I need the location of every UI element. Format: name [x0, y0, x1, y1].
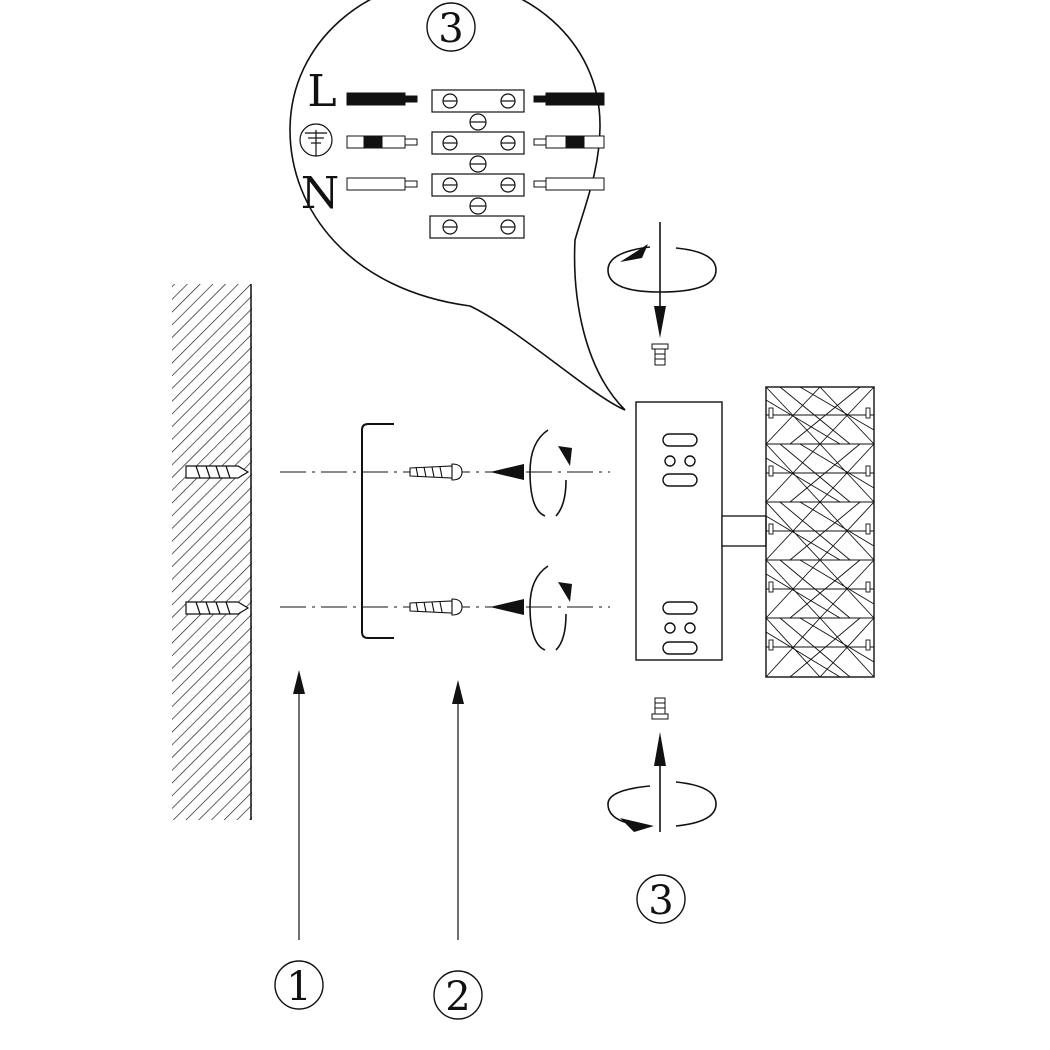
top-rotation-arrow-icon: [607, 222, 717, 338]
screw-bottom: [409, 598, 463, 616]
top-set-screw: [651, 343, 669, 366]
neutral-wire: [346, 177, 605, 191]
step1-pointer-arrow: [293, 670, 305, 940]
earth-wire: [346, 135, 605, 149]
step2-marker: 2: [433, 970, 483, 1020]
live-label: L: [307, 66, 336, 117]
svg-text:2: 2: [445, 974, 470, 1020]
crystal-lamp-body: [765, 386, 875, 678]
earth-ground-icon: [299, 123, 333, 157]
insert-arrow-bottom: [490, 599, 524, 615]
terminal-block: [429, 89, 525, 239]
screw-top: [409, 463, 463, 481]
wall-anchor-bottom: [185, 601, 250, 615]
lamp-base-plate: [635, 401, 723, 661]
svg-text:3: 3: [438, 6, 463, 52]
detail-step-marker: 3: [426, 2, 476, 52]
wall-anchor-top: [185, 465, 250, 479]
neutral-label: N: [301, 168, 340, 219]
step2-pointer-arrow: [452, 680, 464, 940]
rotation-arrow-top-icon: [529, 429, 572, 517]
insert-arrow-top: [490, 464, 524, 480]
step1-marker: 1: [274, 960, 324, 1010]
svg-text:1: 1: [286, 964, 311, 1010]
alignment-lines: [280, 471, 610, 608]
live-wire: [346, 92, 605, 106]
step3-marker: 3: [636, 874, 686, 924]
wiring-detail-callout: [289, 0, 626, 411]
wall: [172, 284, 252, 820]
rotation-arrow-bottom-icon: [529, 565, 572, 651]
mounting-bracket: [361, 423, 394, 639]
bottom-rotation-arrow-icon: [607, 732, 717, 832]
svg-text:3: 3: [648, 878, 673, 924]
lamp-arm: [721, 515, 767, 547]
bottom-set-screw: [651, 697, 669, 720]
